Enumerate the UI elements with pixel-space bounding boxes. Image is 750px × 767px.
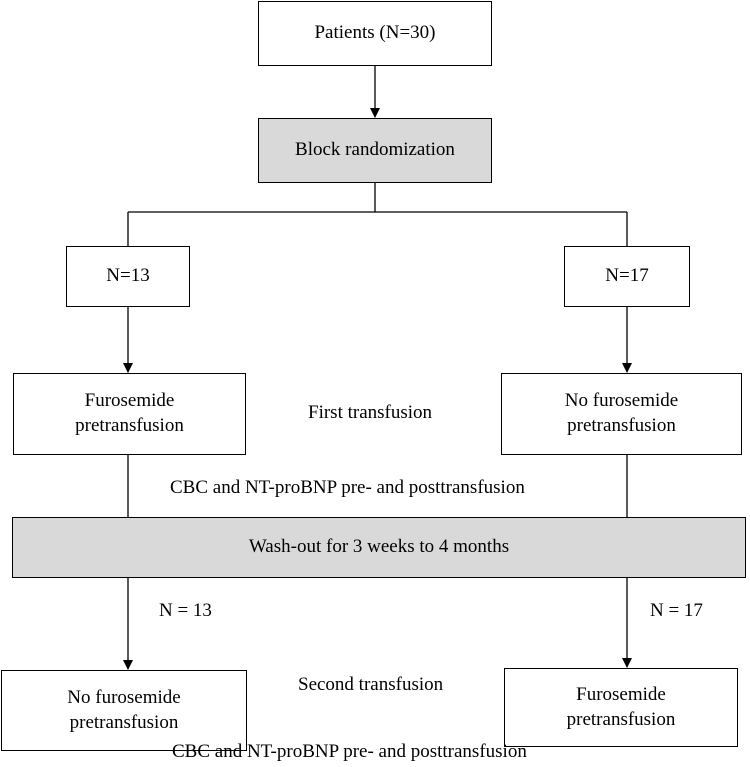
right-second-line2: pretransfusion bbox=[566, 708, 676, 730]
cbc-second-label: CBC and NT-proBNP pre- and posttransfusi… bbox=[172, 741, 527, 762]
patients-text: Patients (N=30) bbox=[314, 22, 436, 44]
cbc-first-label: CBC and NT-proBNP pre- and posttransfusi… bbox=[170, 477, 525, 498]
right-second-treatment-box: Furosemide pretransfusion bbox=[504, 668, 738, 747]
group-right-box: N=17 bbox=[564, 246, 690, 307]
patients-box: Patients (N=30) bbox=[258, 1, 492, 66]
right-first-line2: pretransfusion bbox=[567, 415, 676, 436]
left-first-line2: pretransfusion bbox=[75, 415, 184, 436]
left-second-line2: pretransfusion bbox=[69, 711, 179, 733]
second-transfusion-label: Second transfusion bbox=[298, 674, 444, 695]
washout-text: Wash-out for 3 weeks to 4 months bbox=[248, 536, 510, 558]
left-first-treatment-box: Furosemide pretransfusion bbox=[13, 373, 246, 455]
washout-box: Wash-out for 3 weeks to 4 months bbox=[12, 517, 746, 578]
group-left-text: N=13 bbox=[106, 265, 150, 287]
right-first-treatment-box: No furosemide pretransfusion bbox=[501, 373, 742, 455]
first-transfusion-label: First transfusion bbox=[308, 402, 433, 423]
left-first-line1: Furosemide bbox=[84, 390, 175, 412]
right-second-line1: Furosemide bbox=[576, 683, 666, 705]
randomization-box: Block randomization bbox=[258, 118, 492, 183]
right-first-line1: No furosemide bbox=[564, 390, 679, 412]
n-left-after-label: N = 13 bbox=[159, 600, 212, 621]
n-right-after-label: N = 17 bbox=[650, 600, 703, 621]
left-second-line1: No furosemide bbox=[67, 686, 181, 708]
group-right-text: N=17 bbox=[605, 265, 649, 287]
left-second-treatment-box: No furosemide pretransfusion bbox=[1, 670, 247, 751]
randomization-text: Block randomization bbox=[295, 139, 455, 161]
group-left-box: N=13 bbox=[66, 246, 190, 307]
